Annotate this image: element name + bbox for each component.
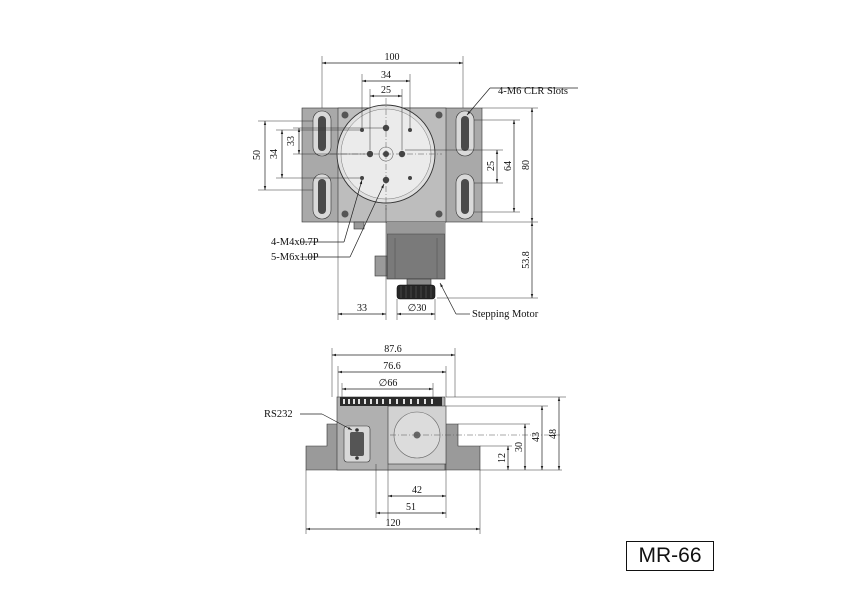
dim-43: 43: [531, 432, 542, 442]
dim-dia-30: ∅30: [408, 303, 427, 314]
dim-25-right: 25: [486, 161, 497, 171]
dim-76-6: 76.6: [383, 361, 401, 372]
dim-34-left: 34: [269, 149, 280, 159]
callout-m6: 5-M6x1.0P: [271, 252, 319, 263]
dim-80-right: 80: [521, 160, 532, 170]
callout-m4: 4-M4x0.7P: [271, 237, 319, 248]
dim-34-top: 34: [381, 70, 391, 81]
dim-25-top: 25: [381, 85, 391, 96]
dim-42: 42: [412, 485, 422, 496]
front-view: 87.6 76.6 ∅66 42 51 120 12 30 43: [264, 344, 566, 534]
callout-slots: 4-M6 CLR Slots: [498, 86, 568, 97]
dim-30: 30: [514, 442, 525, 452]
dim-33-bottom: 33: [357, 303, 367, 314]
dim-dia-66: ∅66: [379, 378, 398, 389]
dim-53-8: 53.8: [521, 251, 532, 269]
dim-48: 48: [548, 429, 559, 439]
dim-33-left: 33: [286, 136, 297, 146]
callout-motor: Stepping Motor: [472, 309, 539, 320]
dim-120: 120: [386, 518, 401, 529]
model-label: MR-66: [626, 541, 714, 571]
dim-100: 100: [385, 52, 400, 63]
callout-rs232: RS232: [264, 409, 293, 420]
dim-51: 51: [406, 502, 416, 513]
top-view: 100 34 25 50 34 33 25 64: [252, 52, 578, 320]
dim-50-left: 50: [252, 150, 263, 160]
dim-12: 12: [497, 453, 508, 463]
dim-64-right: 64: [503, 161, 514, 171]
dim-87-6: 87.6: [384, 344, 402, 355]
